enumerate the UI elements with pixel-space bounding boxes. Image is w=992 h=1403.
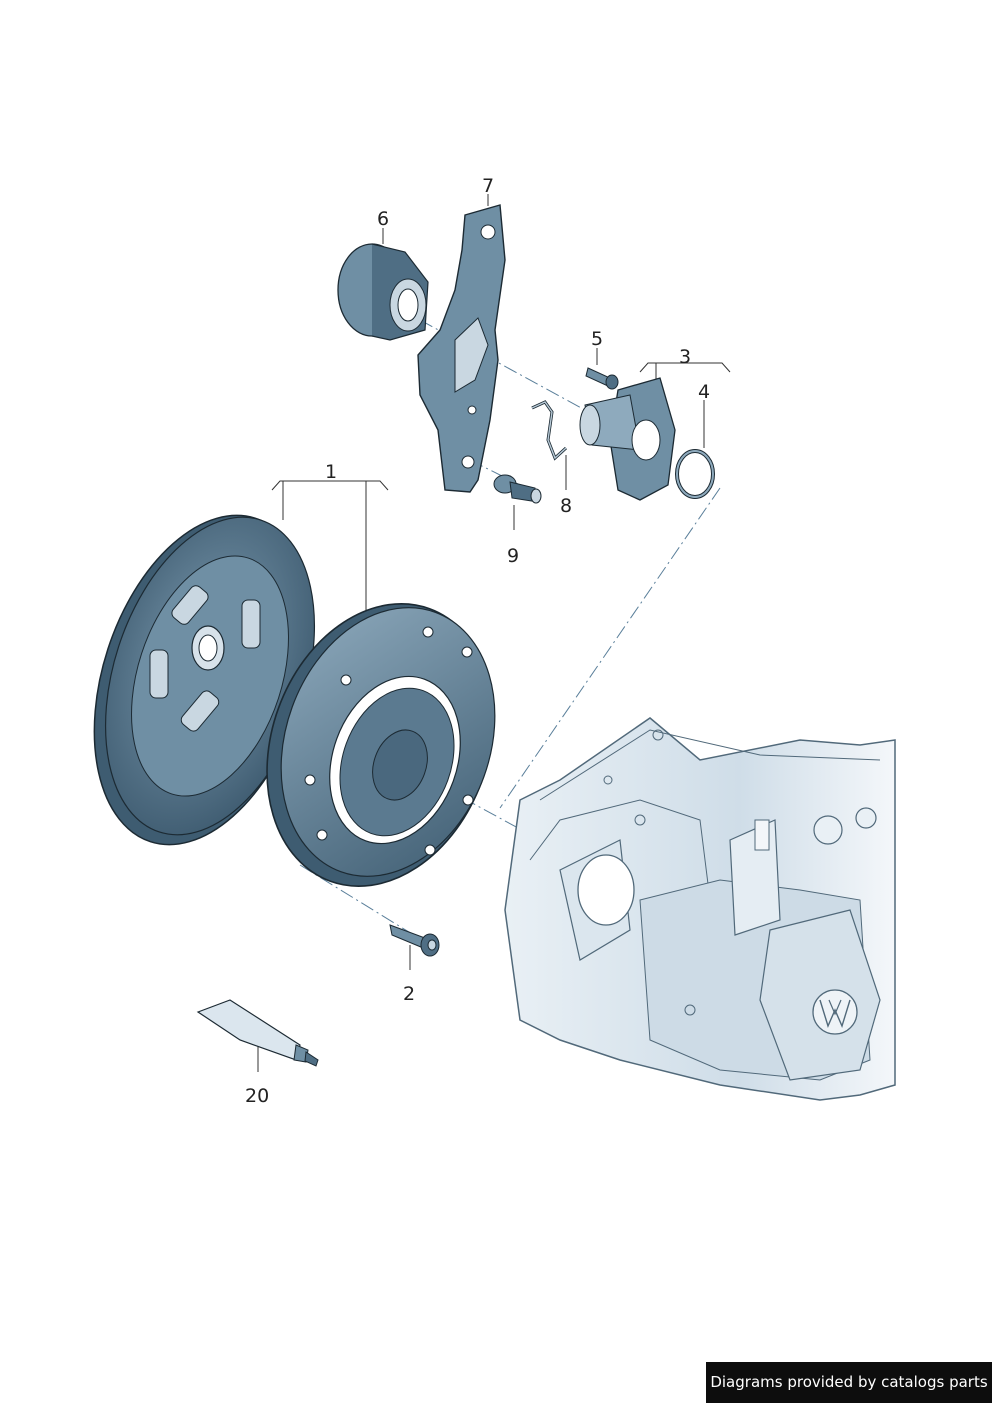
callout-1: 1 — [325, 461, 337, 483]
callout-4: 4 — [698, 381, 710, 403]
part-guide-sleeve — [579, 377, 676, 501]
part-grease-tube — [196, 999, 319, 1067]
part-bolt — [389, 924, 440, 957]
callout-leaders — [257, 194, 731, 1072]
gearbox-housing — [504, 717, 896, 1101]
callout-20: 20 — [245, 1085, 269, 1107]
callout-7: 7 — [482, 175, 494, 197]
part-release-lever — [417, 204, 506, 493]
part-retaining-spring — [531, 400, 568, 461]
callout-3: 3 — [679, 346, 691, 368]
part-pressure-plate — [266, 603, 496, 887]
part-clutch-disc — [93, 514, 316, 846]
callout-6: 6 — [377, 208, 389, 230]
callout-9: 9 — [507, 545, 519, 567]
part-release-bearing — [337, 243, 429, 341]
callout-2: 2 — [403, 983, 415, 1005]
credit-banner: Diagrams provided by catalogs parts — [706, 1362, 992, 1403]
vw-logo-icon — [812, 989, 858, 1035]
callout-8: 8 — [560, 495, 572, 517]
part-guide-bolt — [585, 367, 619, 390]
callout-labels: 1 2 3 4 5 6 7 8 9 20 — [245, 175, 710, 1107]
part-ball-stud — [493, 474, 542, 504]
part-o-ring — [675, 449, 715, 499]
callout-5: 5 — [591, 328, 603, 350]
